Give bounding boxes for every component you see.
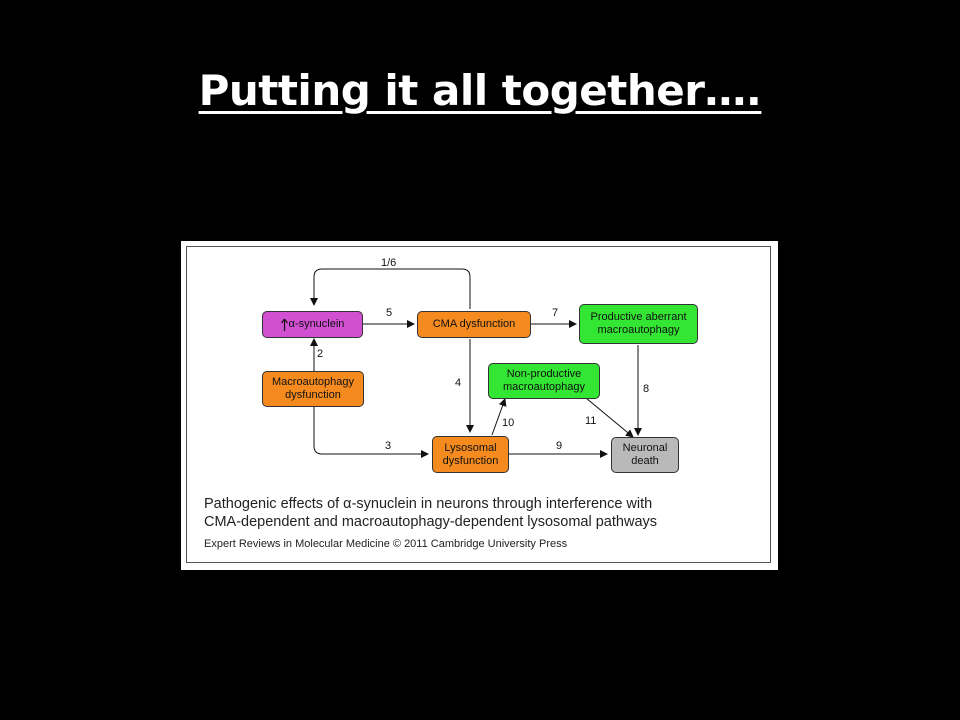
node-macro-dys-line1: Macroautophagy xyxy=(272,376,354,388)
node-macro-dys-line2: dysfunction xyxy=(285,389,341,401)
figure-frame xyxy=(186,246,771,563)
diagram-edges xyxy=(310,268,642,458)
node-neuronal-line1: Neuronal xyxy=(622,442,668,454)
edge-label-1-6: 1/6 xyxy=(381,257,397,269)
edge-label-3: 3 xyxy=(385,440,392,452)
figure-credit: Expert Reviews in Molecular Medicine © 2… xyxy=(204,538,568,550)
figure-caption-line1: Pathogenic effects of α-synuclein in neu… xyxy=(204,496,653,512)
up-arrow-icon xyxy=(280,318,288,331)
pathway-figure: 1/6 5 7 2 4 8 10 11 3 9 α-synuclein CMA … xyxy=(181,241,778,570)
node-cma-dysfunction: CMA dysfunction xyxy=(417,311,531,338)
edge-11 xyxy=(585,397,634,438)
edge-3 xyxy=(313,407,429,458)
node-alpha-synuclein: α-synuclein xyxy=(262,311,363,338)
figure-caption: Pathogenic effects of α-synuclein in neu… xyxy=(204,495,764,531)
edge-label-4: 4 xyxy=(455,377,462,389)
edge-10 xyxy=(491,398,507,436)
figure-caption-line2: CMA-dependent and macroautophagy-depende… xyxy=(204,514,658,530)
edge-label-7: 7 xyxy=(552,307,559,319)
edge-label-2: 2 xyxy=(317,348,324,360)
node-productive-line1: Productive aberrant xyxy=(590,311,687,323)
slide-title: Putting it all together…. xyxy=(198,66,762,115)
node-productive-aberrant-macroautophagy: Productive aberrant macroautophagy xyxy=(579,304,698,344)
edge-label-8: 8 xyxy=(643,383,650,395)
node-neuronal-death: Neuronal death xyxy=(611,437,679,473)
node-lysosomal-line1: Lysosomal xyxy=(444,441,497,454)
node-productive-line2: macroautophagy xyxy=(597,324,680,336)
edge-1-6 xyxy=(310,268,471,309)
node-nonproductive-line1: Non-productive xyxy=(506,368,582,380)
node-nonproductive-line2: macroautophagy xyxy=(503,381,585,393)
edge-label-11: 11 xyxy=(585,415,597,427)
node-cma-dysfunction-label: CMA dysfunction xyxy=(432,318,516,330)
edge-label-10: 10 xyxy=(502,417,515,429)
node-lysosomal-line2: dysfunction xyxy=(442,454,499,467)
node-lysosomal-dysfunction: Lysosomal dysfunction xyxy=(432,436,509,473)
edge-label-9: 9 xyxy=(556,440,563,452)
node-neuronal-line2: death xyxy=(631,455,659,467)
node-alpha-synuclein-label: α-synuclein xyxy=(288,318,345,330)
node-macroautophagy-dysfunction: Macroautophagy dysfunction xyxy=(262,371,364,407)
node-non-productive-macroautophagy: Non-productive macroautophagy xyxy=(488,363,600,399)
edge-label-5: 5 xyxy=(386,307,393,319)
